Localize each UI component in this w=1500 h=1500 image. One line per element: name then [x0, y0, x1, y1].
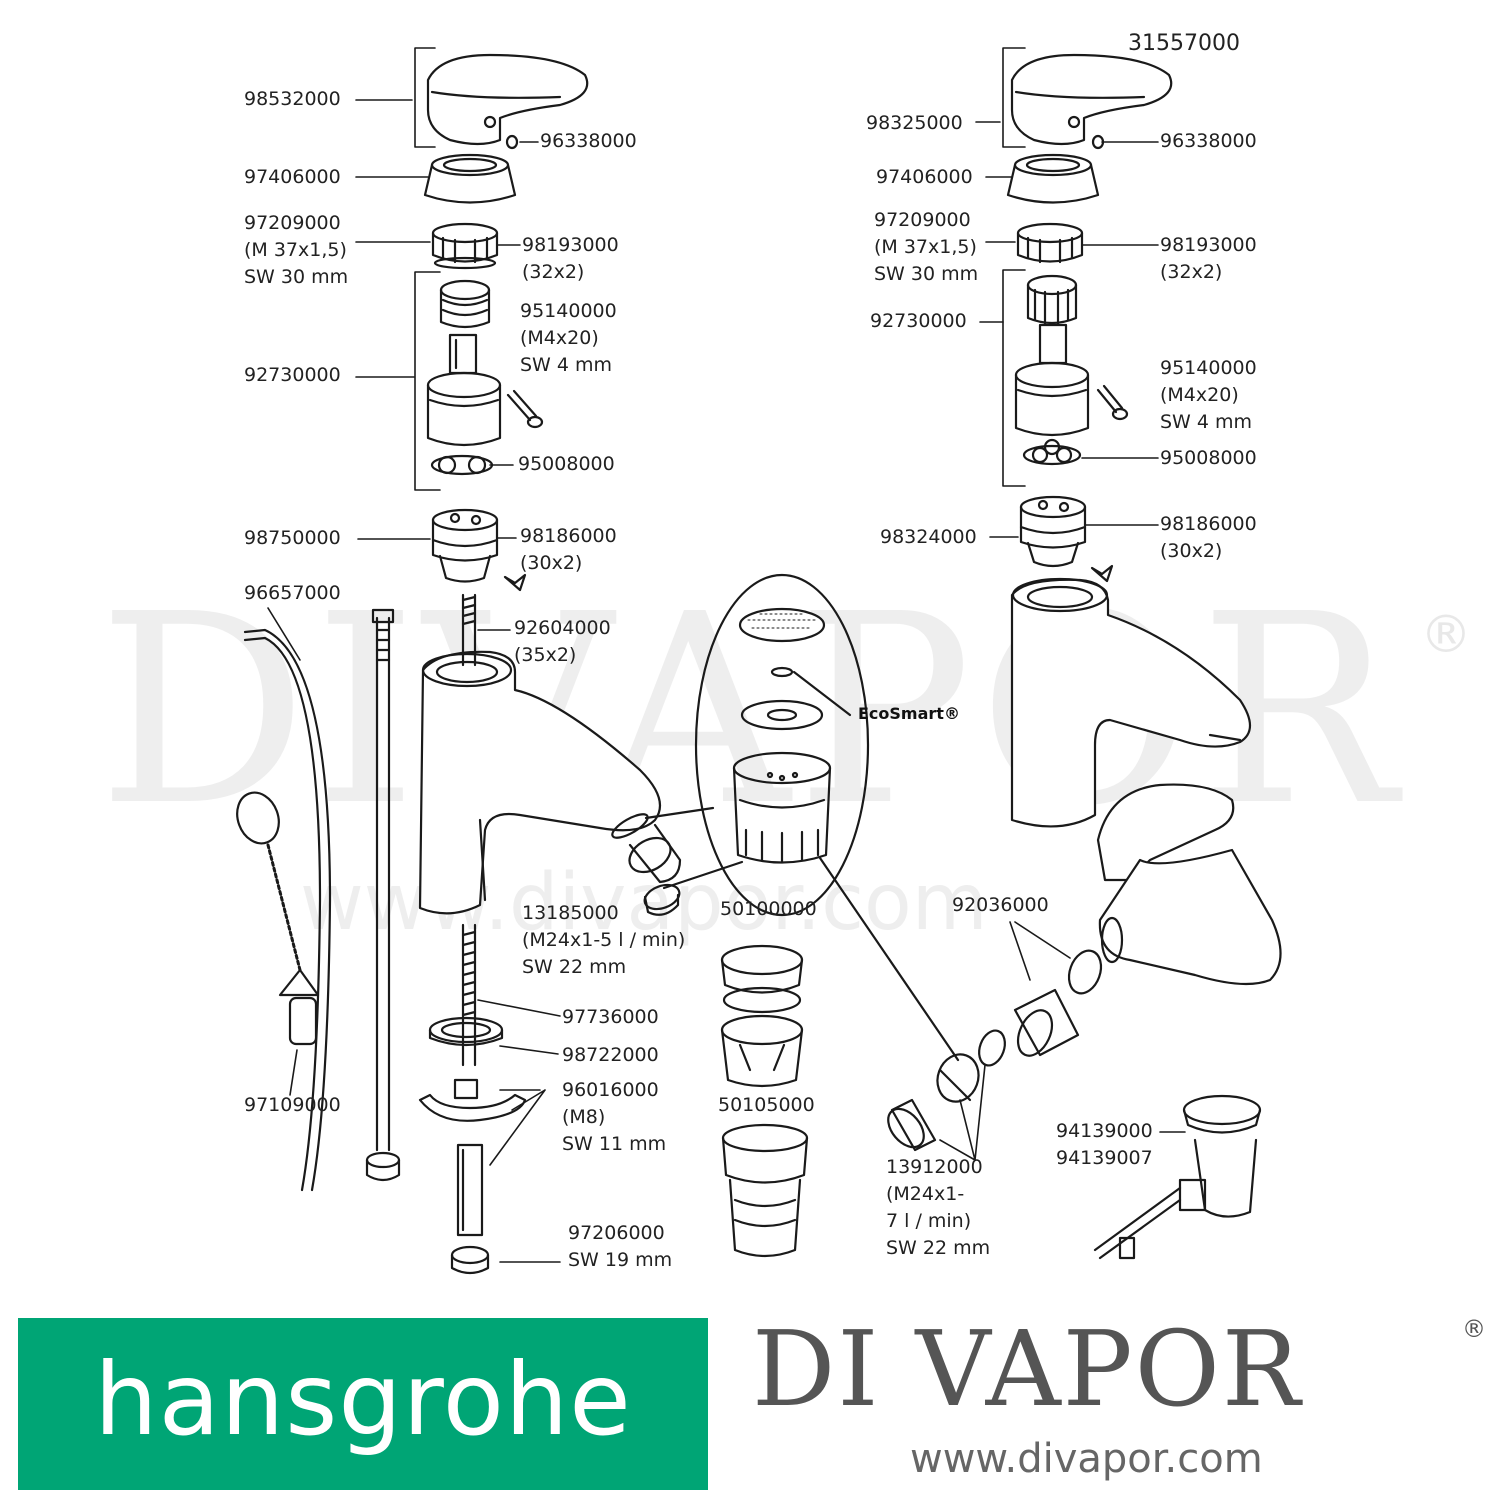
label-right-cartridge-screw: 95140000 (M4x20) SW 4 mm	[1160, 357, 1257, 433]
label-left-diverter: 98750000	[244, 527, 341, 549]
left-tap-body	[418, 650, 662, 915]
label-left-handle-screw: 96338000	[540, 130, 637, 152]
left-chain-plug	[236, 791, 320, 1046]
label-left-cartridge-screw: 95140000 (M4x20) SW 4 mm	[520, 300, 617, 376]
left-base-nut	[450, 1143, 490, 1275]
left-pop-up-rod	[243, 628, 332, 1192]
label-right-handle: 98325000	[866, 112, 963, 134]
left-washer	[428, 1016, 504, 1047]
right-bidet-body	[1096, 783, 1282, 986]
waste-50100000	[720, 944, 804, 1088]
label-left-cartridge-seals: 95008000	[518, 453, 615, 475]
left-nut	[431, 222, 499, 270]
label-right-diverter: 98324000	[880, 526, 977, 548]
label-right-handle-screw: 96338000	[1160, 130, 1257, 152]
label-right-cartridge: 92730000	[870, 310, 967, 332]
label-left-cartridge: 92730000	[244, 364, 341, 386]
left-cover	[423, 153, 517, 204]
left-flex-hose	[365, 608, 401, 1182]
label-left-aerator: 13185000 (M24x1-5 l / min) SW 22 mm	[522, 902, 686, 978]
divapor-url: www.divapor.com	[910, 1436, 1263, 1482]
label-left-body-oring: 92604000 (35x2)	[514, 617, 611, 666]
hansgrohe-logo-text: hansgrohe	[94, 1341, 632, 1458]
label-right-cartridge-seals: 95008000	[1160, 447, 1257, 469]
waste-50105000	[721, 1123, 809, 1258]
label-left-chain-plug: 97109000	[244, 1094, 341, 1116]
leader-lines	[267, 47, 1186, 1263]
right-tap-body	[1010, 577, 1252, 828]
left-diverter	[431, 508, 527, 592]
label-right-waste-valve: 94139000 94139007	[1056, 1120, 1153, 1169]
label-right-diverter-oring: 98186000 (30x2)	[1160, 513, 1257, 562]
divapor-logo: DI VAPOR	[752, 1308, 1303, 1430]
label-left-washer: 98722000	[562, 1044, 659, 1066]
model-number: 31557000	[1128, 31, 1240, 56]
right-nut	[1016, 222, 1084, 264]
label-right-aerator-set: 92036000	[952, 894, 1049, 916]
left-handle	[426, 53, 589, 150]
label-right-nut-oring: 98193000 (32x2)	[1160, 234, 1257, 283]
left-fixing-bracket	[418, 1078, 527, 1122]
right-handle	[1010, 53, 1173, 150]
exploded-view-drawing	[236, 47, 1282, 1275]
label-left-base-nut: 97206000 SW 19 mm	[568, 1222, 673, 1271]
ecosmart-callout	[694, 573, 870, 917]
label-ecosmart: EcoSmart®	[858, 704, 960, 723]
left-cartridge-screw	[506, 389, 544, 429]
right-cartridge-screw	[1096, 384, 1129, 421]
label-left-fixing-nut: 96016000 (M8) SW 11 mm	[562, 1079, 667, 1155]
right-diverter	[1019, 495, 1114, 583]
label-right-cover: 97406000	[876, 166, 973, 188]
label-left-threaded-rod: 97736000	[562, 1006, 659, 1028]
right-cartridge	[1014, 274, 1090, 466]
ecosmart-pointer	[792, 670, 852, 717]
right-aerator-13912000	[887, 1029, 1006, 1152]
divapor-registered-mark: ®	[1462, 1315, 1486, 1343]
left-aerator	[611, 813, 682, 916]
label-waste-50100000: 50100000	[720, 898, 817, 920]
callout-connectors	[644, 806, 960, 1062]
label-waste-50105000: 50105000	[718, 1094, 815, 1116]
label-left-nut-oring: 98193000 (32x2)	[522, 234, 619, 283]
right-cover	[1006, 153, 1100, 204]
left-cartridge	[426, 279, 502, 476]
label-left-pop-up-rod: 96657000	[244, 582, 341, 604]
hansgrohe-logo: hansgrohe	[18, 1318, 708, 1490]
label-left-nut: 97209000 (M 37x1,5) SW 30 mm	[244, 212, 349, 288]
label-right-nut: 97209000 (M 37x1,5) SW 30 mm	[874, 209, 979, 285]
label-left-cover: 97406000	[244, 166, 341, 188]
label-left-handle: 98532000	[244, 88, 341, 110]
right-waste-valve	[1093, 1094, 1262, 1260]
label-left-diverter-oring: 98186000 (30x2)	[520, 525, 617, 574]
label-right-aerator: 13912000 (M24x1- 7 l / min) SW 22 mm	[886, 1156, 991, 1259]
right-aerator-92036000	[1013, 949, 1103, 1057]
